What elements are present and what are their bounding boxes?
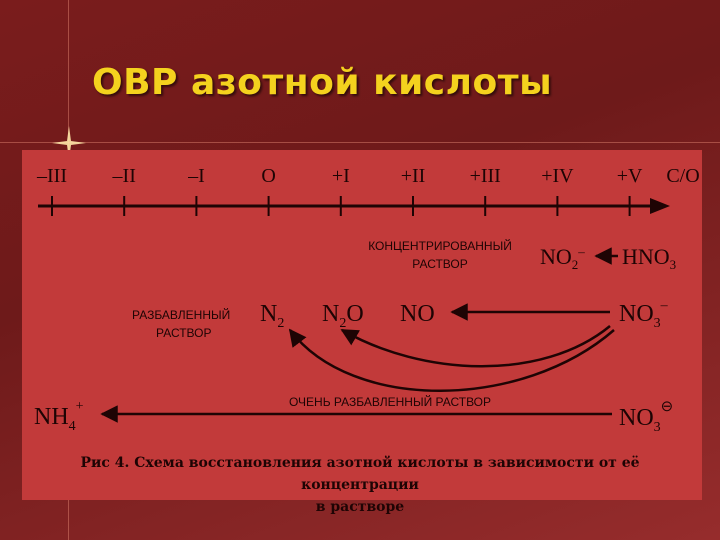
oxidation-state-label: –III: [36, 165, 67, 187]
label-dilute: РАЗБАВЛЕННЫЙ: [132, 307, 230, 322]
species-no3-very-dilute: NO3⊖: [619, 399, 673, 435]
species-no: NO: [400, 301, 435, 327]
oxidation-state-label: +V: [617, 165, 643, 187]
oxidation-state-label: +I: [332, 165, 350, 187]
species-n2: N2: [260, 301, 284, 331]
reduction-scheme-figure: –III –II –I O +I +II +III +IV +V C/O КОНЦЕНТРИРО…: [22, 150, 702, 500]
label-dilute-solution: РАСТВОР: [156, 326, 211, 340]
species-hno3: HNO3: [622, 244, 676, 272]
oxidation-state-label: +IV: [541, 165, 574, 187]
species-nh4: NH4+: [34, 399, 84, 434]
arrow-no3-to-n2o: [340, 325, 611, 368]
sparkle-icon: [52, 126, 86, 160]
species-no2: NO2–: [540, 244, 585, 272]
scale-end-label: C/O: [666, 165, 699, 187]
oxidation-scale-ticks: [51, 196, 631, 216]
label-concentrated: КОНЦЕНТРИРОВАННЫЙ: [368, 238, 512, 253]
arrow-no3-to-n2: [288, 328, 615, 392]
oxidation-state-label: –II: [112, 165, 136, 187]
oxidation-state-label: –I: [187, 165, 205, 187]
species-no3-dilute: NO3–: [619, 298, 669, 331]
oxidation-state-label: +II: [401, 165, 426, 187]
oxidation-state-labels: –III –II –I O +I +II +III +IV +V: [36, 165, 643, 187]
figure-caption: Рис 4. Схема восстановления азотной кисл…: [30, 452, 690, 518]
caption-line-2: в растворе: [315, 499, 405, 515]
caption-line-1: Рис 4. Схема восстановления азотной кисл…: [80, 455, 640, 493]
species-n2o: N2O: [322, 301, 364, 331]
decorative-horizontal-line: [0, 142, 720, 143]
label-concentrated-solution: РАСТВОР: [412, 257, 467, 271]
oxidation-state-label: O: [261, 165, 275, 187]
oxidation-state-label: +III: [470, 165, 501, 187]
label-very-dilute: ОЧЕНЬ РАЗБАВЛЕННЫЙ РАСТВОР: [289, 394, 491, 409]
slide-title: ОВР азотной кислоты: [92, 62, 553, 103]
reduction-scheme-diagram: –III –II –I O +I +II +III +IV +V C/O КОНЦЕНТРИРО…: [34, 165, 700, 435]
oxidation-scale-arrowhead: [650, 198, 670, 214]
